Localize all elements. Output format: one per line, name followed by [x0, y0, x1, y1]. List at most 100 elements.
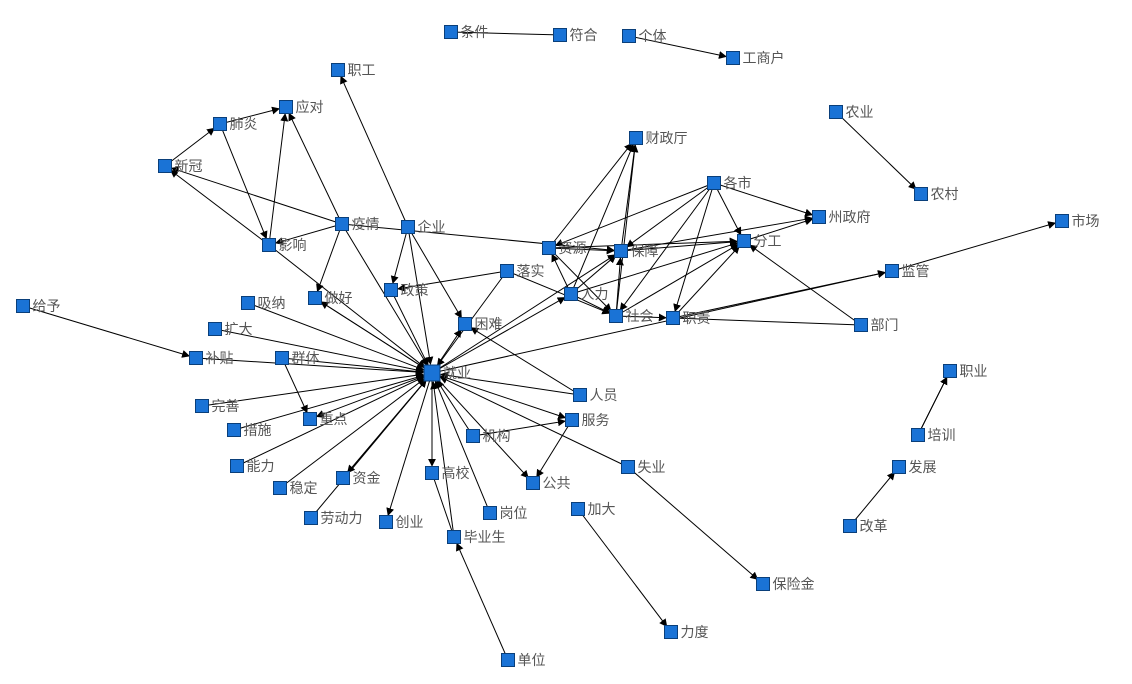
graph-node[interactable]: 给予: [16, 299, 61, 315]
node-square[interactable]: [262, 238, 276, 252]
graph-node[interactable]: 职业: [943, 364, 988, 380]
node-square[interactable]: [425, 466, 439, 480]
node-square[interactable]: [279, 100, 293, 114]
graph-node[interactable]: 就业: [423, 364, 471, 382]
graph-node[interactable]: 部门: [854, 318, 899, 334]
graph-node[interactable]: 监管: [885, 264, 930, 280]
node-square[interactable]: [273, 481, 287, 495]
graph-node[interactable]: 力度: [664, 625, 709, 641]
node-square[interactable]: [553, 28, 567, 42]
graph-node[interactable]: 个体: [622, 29, 667, 45]
node-square[interactable]: [466, 429, 480, 443]
graph-node[interactable]: 群体: [275, 351, 320, 367]
graph-node[interactable]: 补贴: [189, 351, 234, 367]
graph-node[interactable]: 发展: [892, 460, 937, 476]
graph-node[interactable]: 条件: [444, 24, 489, 41]
node-square[interactable]: [275, 351, 289, 365]
node-square[interactable]: [158, 159, 172, 173]
graph-node[interactable]: 肺炎: [213, 117, 258, 133]
graph-node[interactable]: 人员: [573, 388, 618, 404]
node-square[interactable]: [892, 460, 906, 474]
graph-node[interactable]: 做好: [308, 291, 353, 307]
graph-node[interactable]: 职工: [331, 63, 376, 79]
graph-node[interactable]: 岗位: [483, 506, 528, 522]
graph-node[interactable]: 影响: [262, 238, 307, 254]
node-square[interactable]: [401, 220, 415, 234]
graph-node[interactable]: 改革: [843, 519, 888, 535]
graph-node[interactable]: 重点: [303, 412, 348, 428]
graph-node[interactable]: 分工: [737, 234, 782, 250]
graph-node[interactable]: 资源: [542, 241, 587, 257]
node-square[interactable]: [458, 317, 472, 331]
node-square[interactable]: [737, 234, 751, 248]
node-square[interactable]: [501, 653, 515, 667]
node-square[interactable]: [707, 176, 721, 190]
node-square[interactable]: [213, 117, 227, 131]
graph-node[interactable]: 落实: [500, 264, 545, 280]
graph-node[interactable]: 劳动力: [304, 511, 363, 527]
graph-node[interactable]: 单位: [501, 653, 546, 669]
graph-node[interactable]: 服务: [565, 413, 610, 429]
graph-node[interactable]: 困难: [458, 317, 503, 333]
graph-node[interactable]: 州政府: [812, 210, 871, 226]
graph-node[interactable]: 完善: [195, 399, 240, 415]
node-square[interactable]: [885, 264, 899, 278]
node-square[interactable]: [241, 296, 255, 310]
graph-node[interactable]: 创业: [379, 515, 424, 531]
node-square[interactable]: [444, 25, 458, 39]
node-square[interactable]: [526, 476, 540, 490]
node-square[interactable]: [629, 131, 643, 145]
node-square[interactable]: [447, 530, 461, 544]
node-square[interactable]: [614, 244, 628, 258]
node-square[interactable]: [609, 309, 623, 323]
node-square[interactable]: [308, 291, 322, 305]
graph-node[interactable]: 失业: [621, 460, 666, 476]
node-square[interactable]: [542, 241, 556, 255]
graph-node[interactable]: 公共: [526, 476, 571, 492]
node-square[interactable]: [621, 460, 635, 474]
graph-node[interactable]: 保障: [614, 244, 659, 260]
graph-node[interactable]: 机构: [466, 429, 511, 445]
graph-node[interactable]: 保险金: [756, 577, 815, 593]
node-square[interactable]: [854, 318, 868, 332]
node-square[interactable]: [664, 625, 678, 639]
graph-node[interactable]: 人力: [564, 287, 609, 303]
node-square[interactable]: [195, 399, 209, 413]
node-square[interactable]: [379, 515, 393, 529]
node-square[interactable]: [843, 519, 857, 533]
node-square[interactable]: [573, 388, 587, 402]
node-square[interactable]: [303, 412, 317, 426]
graph-node[interactable]: 工商户: [726, 50, 785, 67]
node-square[interactable]: [756, 577, 770, 591]
node-square[interactable]: [304, 511, 318, 525]
node-square[interactable]: [812, 210, 826, 224]
node-square[interactable]: [331, 63, 345, 77]
graph-node[interactable]: 措施: [227, 423, 272, 439]
node-square[interactable]: [500, 264, 514, 278]
node-square[interactable]: [423, 364, 441, 382]
node-square[interactable]: [622, 29, 636, 43]
graph-node[interactable]: 农业: [829, 105, 874, 121]
graph-node[interactable]: 稳定: [273, 481, 318, 497]
node-square[interactable]: [666, 311, 680, 325]
graph-node[interactable]: 毕业生: [447, 530, 506, 546]
graph-node[interactable]: 加大: [571, 502, 616, 518]
node-square[interactable]: [384, 283, 398, 297]
graph-node[interactable]: 培训: [911, 428, 956, 444]
graph-node[interactable]: 资金: [336, 471, 381, 487]
graph-node[interactable]: 政策: [384, 282, 429, 299]
node-square[interactable]: [571, 502, 585, 516]
node-square[interactable]: [943, 364, 957, 378]
graph-node[interactable]: 市场: [1055, 213, 1100, 230]
node-square[interactable]: [189, 351, 203, 365]
graph-node[interactable]: 各市: [707, 175, 752, 192]
graph-node[interactable]: 能力: [230, 459, 275, 475]
graph-node[interactable]: 财政厅: [629, 131, 688, 147]
node-square[interactable]: [829, 105, 843, 119]
node-square[interactable]: [1055, 214, 1069, 228]
node-square[interactable]: [16, 299, 30, 313]
graph-node[interactable]: 企业: [401, 219, 446, 236]
node-square[interactable]: [911, 428, 925, 442]
graph-node[interactable]: 应对: [279, 99, 324, 116]
node-square[interactable]: [336, 471, 350, 485]
